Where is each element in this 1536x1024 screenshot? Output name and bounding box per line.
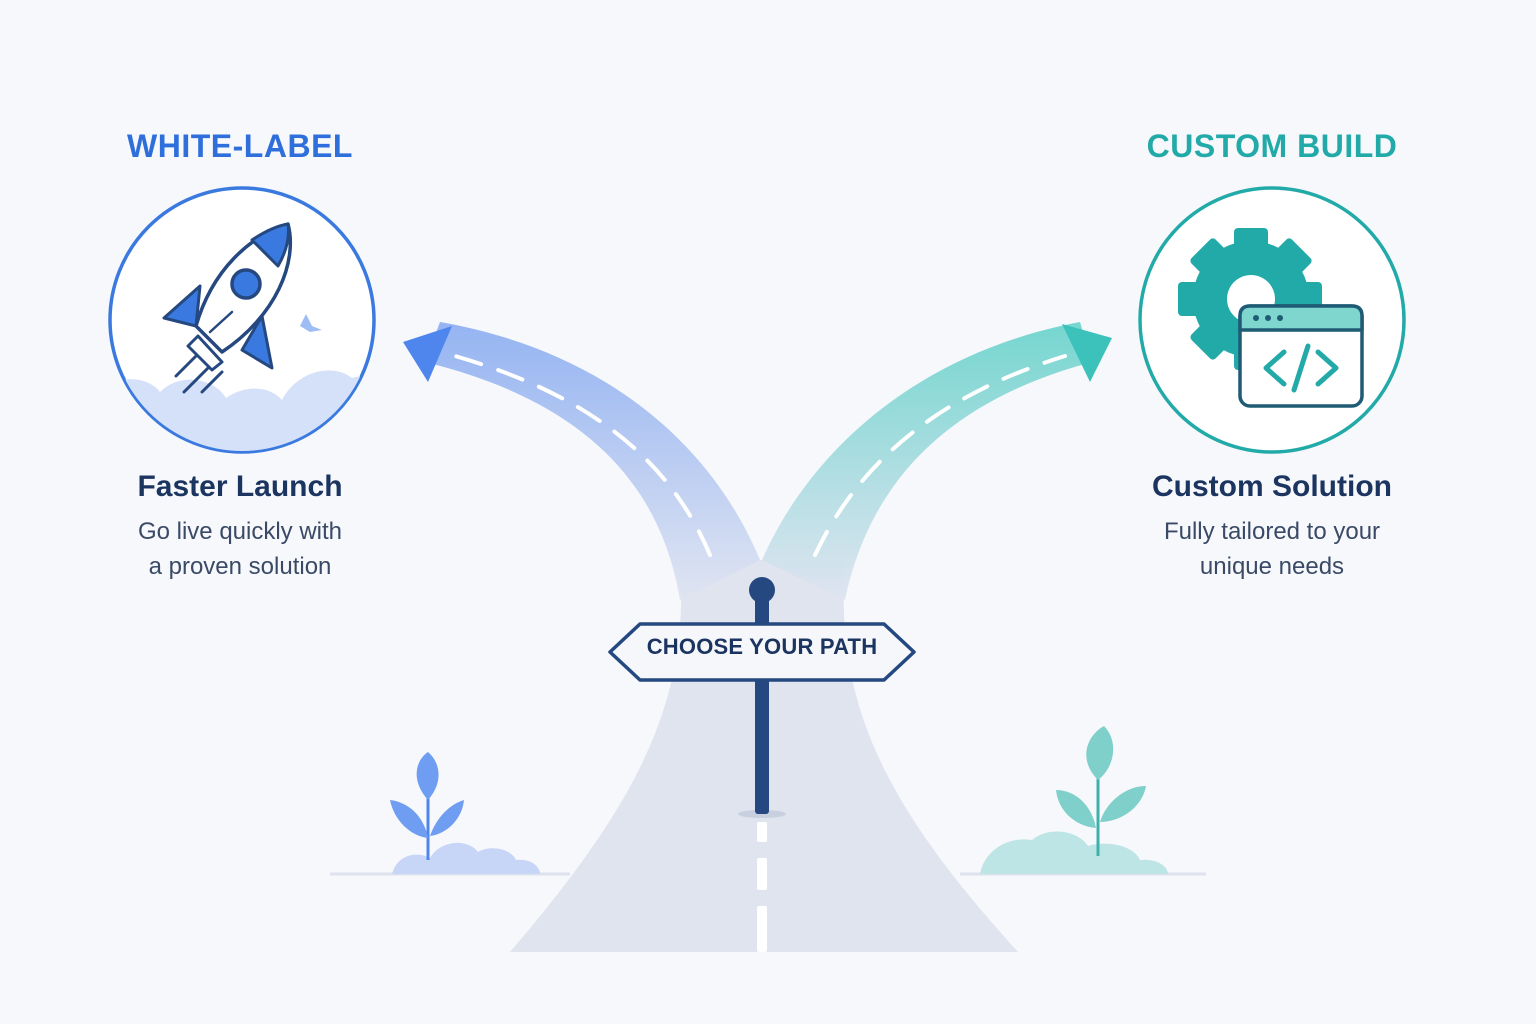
signpost-icon (608, 577, 916, 818)
code-window-icon (1238, 304, 1364, 408)
rocket-icon (162, 222, 322, 394)
right-arrow-icon (1062, 324, 1112, 382)
road-center-dashes (757, 822, 767, 952)
custom-solution-description-line2: unique needs (1199, 553, 1345, 580)
right-path-dashes (813, 354, 1067, 557)
faster-launch-title: Faster Launch (137, 470, 343, 503)
faster-launch-description: Go live quickly with a proven solution (30, 514, 450, 584)
choose-your-path-sign: CHOOSE YOUR PATH (646, 634, 878, 659)
custom-solution-description-line1: Fully tailored to your (1163, 518, 1381, 545)
left-option-badge (108, 186, 376, 454)
custom-solution-title: Custom Solution (1152, 470, 1392, 503)
custom-build-heading: CUSTOM BUILD (1146, 128, 1398, 164)
left-path-dashes (453, 354, 712, 557)
custom-solution-description: Fully tailored to your unique needs (1062, 514, 1482, 584)
faster-launch-description-line1: Go live quickly with (137, 518, 343, 545)
white-label-heading: WHITE-LABEL (127, 128, 353, 164)
faster-launch-description-line2: a proven solution (148, 553, 332, 580)
left-arrow-icon (403, 326, 452, 382)
right-option-badge (1138, 186, 1406, 454)
plant-left-icon (390, 752, 540, 874)
plant-right-icon (980, 726, 1168, 874)
right-path (762, 322, 1092, 600)
left-path (425, 322, 760, 600)
